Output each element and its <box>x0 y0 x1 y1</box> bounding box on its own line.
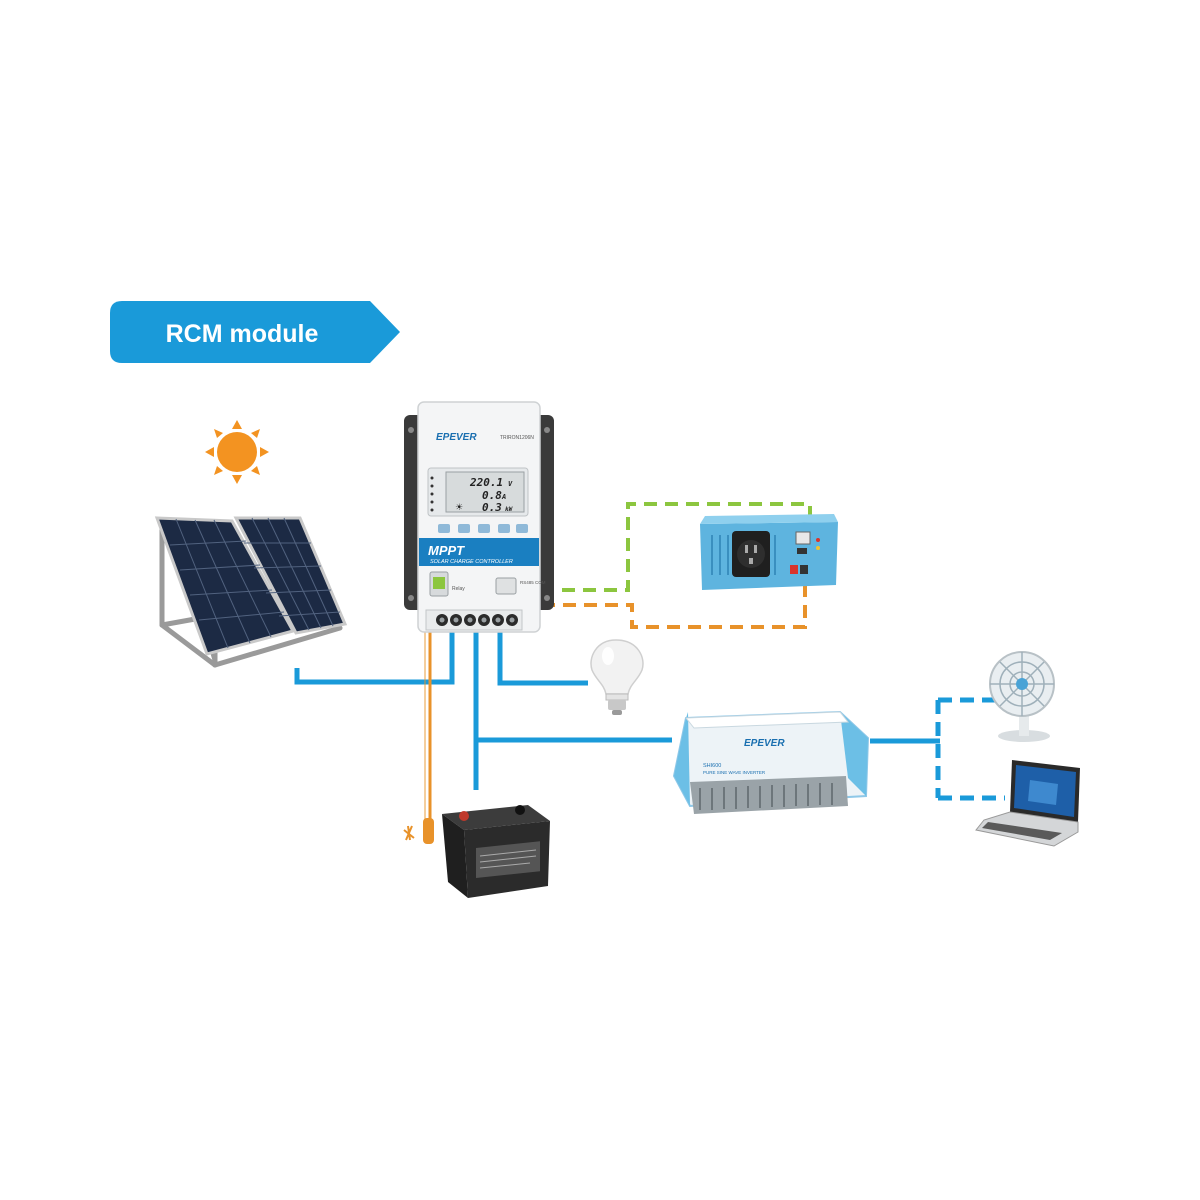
laptop-icon <box>975 760 1080 847</box>
pv-wire <box>294 632 455 685</box>
solar-panel-icon <box>154 516 348 668</box>
lcd-voltage-unit: V <box>508 480 513 488</box>
controller-model: TRIRON1206N <box>500 435 534 441</box>
inverter-brand: EPEVER <box>744 738 785 749</box>
banner-label: RCM module <box>166 320 319 348</box>
comm-port-label: RS485 COM <box>520 580 546 585</box>
controller-button[interactable] <box>498 524 510 533</box>
temperature-sensor-icon <box>403 818 434 844</box>
charge-controller-icon: EPEVER TRIRON1206N 220.1 V 0.8 A 0.3 kW … <box>404 401 554 633</box>
lcd-current: 0.8 <box>482 489 502 502</box>
controller-product-name: MPPT <box>428 543 465 558</box>
lcd-power-unit: kW <box>505 506 514 513</box>
relay-port-label: Relay <box>452 586 465 592</box>
socket-inverter-icon <box>700 514 838 590</box>
controller-product-subtitle: SOLAR CHARGE CONTROLLER <box>430 559 513 565</box>
controller-button[interactable] <box>478 524 490 533</box>
fan-icon <box>989 651 1055 742</box>
relay-wire <box>437 565 807 629</box>
light-bulb-icon <box>590 639 644 715</box>
ac-branch-wire <box>935 697 1005 801</box>
sun-icon <box>205 420 269 484</box>
lcd-voltage: 220.1 <box>469 476 503 489</box>
battery-icon <box>442 805 550 898</box>
controller-button[interactable] <box>438 524 450 533</box>
wiring <box>294 502 1005 826</box>
lcd-power: 0.3 <box>482 501 502 514</box>
inverter-model: SHI600 <box>703 763 721 769</box>
rcm-module-icon <box>429 571 449 597</box>
controller-button[interactable] <box>516 524 528 533</box>
load-wire <box>497 632 588 686</box>
inverter-icon: EPEVER SHI600 PURE SINE WAVE INVERTER <box>672 710 870 814</box>
rcm-module-banner: RCM module <box>110 301 400 363</box>
lcd-sun-icon: ☀ <box>455 502 463 512</box>
lcd-current-unit: A <box>501 493 506 501</box>
controller-button[interactable] <box>458 524 470 533</box>
rs485-port <box>495 577 517 595</box>
inverter-subtitle: PURE SINE WAVE INVERTER <box>703 770 766 775</box>
controller-brand: EPEVER <box>436 432 477 443</box>
controller-buttons <box>438 524 528 533</box>
